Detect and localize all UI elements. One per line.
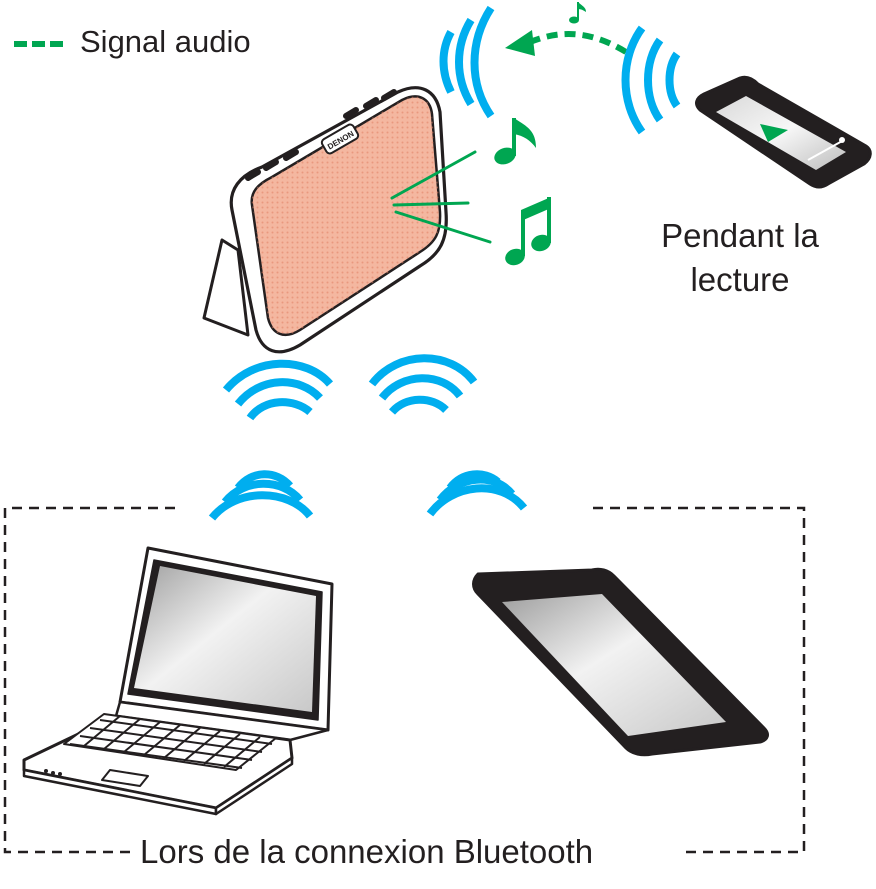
music-note-icon bbox=[505, 197, 551, 266]
laptop bbox=[22, 546, 334, 816]
music-note-icon bbox=[569, 2, 586, 24]
speaker: DENON bbox=[202, 86, 448, 354]
music-note-icon bbox=[494, 118, 536, 165]
playing-caption: Pendant la lecture bbox=[640, 214, 840, 302]
legend-dash bbox=[32, 41, 45, 47]
bluetooth-caption: Lors de la connexion Bluetooth bbox=[140, 833, 594, 870]
speaker-logo-badge bbox=[320, 123, 360, 155]
playing-caption-line2: lecture bbox=[690, 261, 790, 298]
bluetooth-box bbox=[593, 506, 806, 854]
signal-arrowhead bbox=[505, 30, 535, 56]
wave-icon bbox=[208, 470, 314, 521]
signal-arrow bbox=[528, 31, 628, 55]
tablet bbox=[472, 567, 769, 757]
speaker-stand bbox=[202, 238, 250, 337]
play-icon bbox=[760, 124, 788, 142]
legend-label: Signal audio bbox=[80, 24, 251, 59]
wave-icon bbox=[222, 359, 334, 421]
wave-icon bbox=[368, 354, 478, 415]
bluetooth-box bbox=[3, 506, 175, 854]
wave-icon bbox=[621, 25, 681, 135]
legend-dash bbox=[14, 41, 27, 47]
playing-caption-line1: Pendant la bbox=[661, 217, 819, 254]
wave-icon bbox=[426, 470, 528, 517]
sound-lines bbox=[390, 150, 492, 244]
legend-dash bbox=[50, 41, 63, 47]
wave-icon bbox=[439, 5, 495, 119]
phone-playing bbox=[695, 75, 872, 189]
